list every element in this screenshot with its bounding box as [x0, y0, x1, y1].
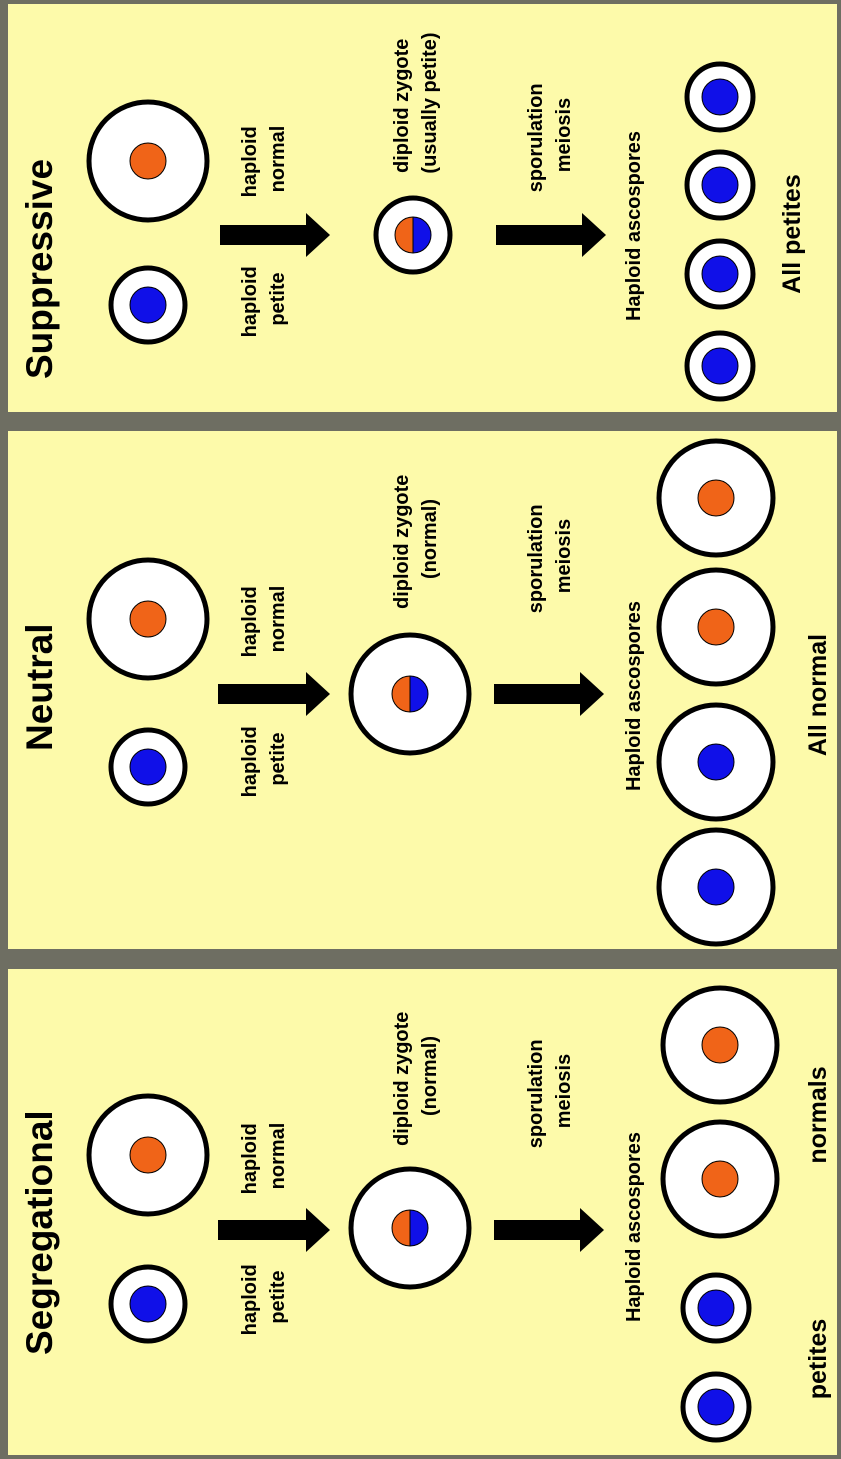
outcome-label: All normal [804, 634, 832, 756]
ascospores-label: Haploid ascospores [623, 131, 645, 321]
haploid-petite-label: haploid petite [239, 261, 289, 338]
ascospores-label: Haploid ascospores [623, 1132, 645, 1322]
ascospore [656, 438, 776, 558]
sporulation-arrow [494, 672, 604, 716]
sporulation-label: sporulation meiosis [525, 78, 575, 192]
panel-title: Suppressive [19, 159, 60, 379]
petite-nucleus [129, 748, 167, 786]
sporulation-label: sporulation meiosis [525, 499, 575, 613]
zygote-nucleus [391, 675, 429, 713]
zygote-nucleus [391, 1209, 429, 1247]
outcome-label: All petites [778, 174, 806, 293]
sporulation-arrow [494, 1208, 604, 1252]
mating-arrow [220, 213, 330, 257]
panel-title: Neutral [19, 624, 60, 751]
zygote-label: diploid zygote (normal) [391, 1006, 441, 1146]
petite-nucleus [129, 1285, 167, 1323]
haploid-normal-label: haploid normal [239, 581, 289, 658]
sporulation-label: sporulation meiosis [525, 1034, 575, 1148]
ascospore [684, 149, 756, 221]
ascospore [656, 702, 776, 822]
petite-nucleus [129, 286, 167, 324]
panel-title: Segregational [19, 1110, 60, 1355]
panel-suppressive: Suppressive haploid petite haploid norma… [8, 4, 837, 412]
normal-nucleus [129, 142, 167, 180]
ascospore [684, 238, 756, 310]
zygote-label: diploid zygote (usually petite) [391, 32, 441, 173]
zygote-nucleus [394, 216, 432, 254]
haploid-petite-label: haploid petite [239, 1259, 289, 1336]
ascospore [656, 567, 776, 687]
zygote-label: diploid zygote (normal) [391, 469, 441, 609]
ascospore [680, 1272, 752, 1344]
ascospore [680, 1371, 752, 1443]
haploid-normal-label: haploid normal [239, 1118, 289, 1195]
normal-nucleus [129, 600, 167, 638]
normal-nucleus [129, 1136, 167, 1174]
ascospore [684, 330, 756, 402]
outcome-label-normals: normals [804, 1066, 832, 1163]
panel-neutral: Neutral haploid petite haploid normal [8, 431, 837, 949]
ascospores-label: Haploid ascospores [623, 601, 645, 791]
ascospore [660, 985, 780, 1105]
ascospore [684, 61, 756, 133]
panel-segregational: Segregational haploid petite haploid nor… [8, 969, 837, 1455]
ascospore [660, 1119, 780, 1239]
haploid-petite-label: haploid petite [239, 721, 289, 798]
sporulation-arrow [496, 213, 606, 257]
mating-arrow [218, 672, 330, 716]
mating-arrow [218, 1208, 330, 1252]
haploid-normal-label: haploid normal [239, 121, 289, 198]
outcome-label-petites: petites [804, 1319, 832, 1400]
ascospore [656, 827, 776, 947]
